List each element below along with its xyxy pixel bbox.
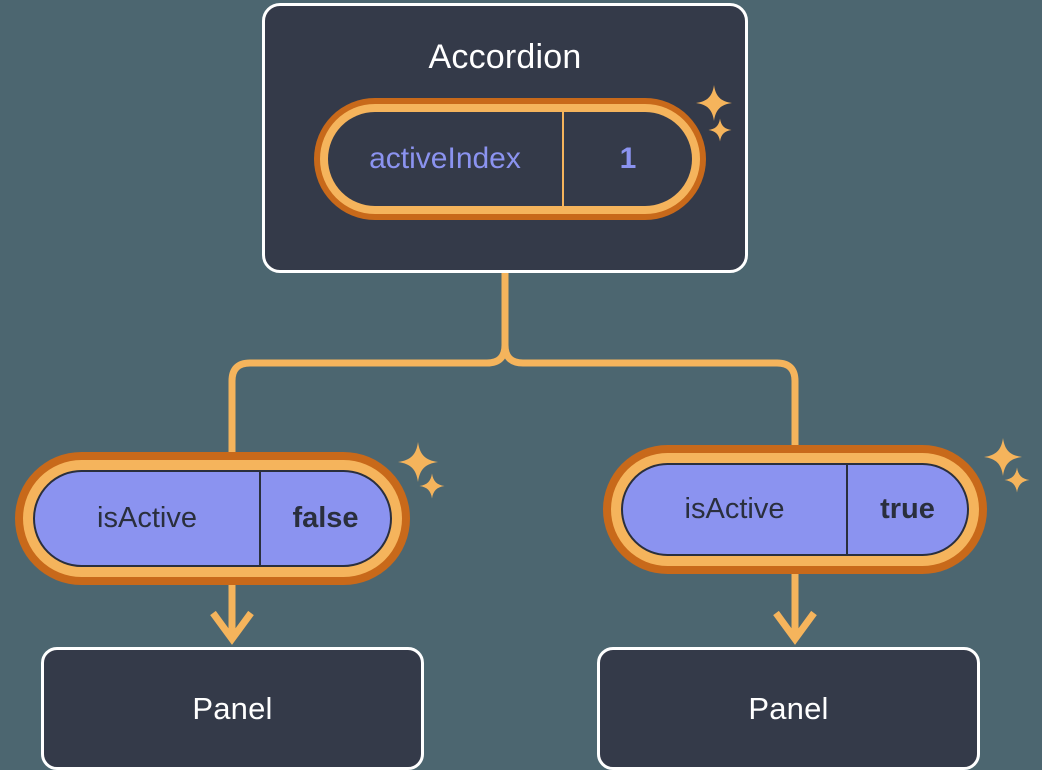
pill-body: activeIndex 1 <box>328 112 692 206</box>
sparkle-icon-small <box>418 472 446 500</box>
sparkle-icon-small <box>1003 466 1031 494</box>
sparkle-icon <box>982 436 1024 478</box>
component-title: Accordion <box>428 38 582 76</box>
arrow-right-pill-to-panel <box>773 574 817 645</box>
component-card-panel-right[interactable]: Panel <box>597 647 980 770</box>
right-state-pill[interactable]: isActive true <box>603 445 987 574</box>
component-title: Panel <box>192 691 273 726</box>
left-state-pill[interactable]: isActive false <box>15 452 410 585</box>
prop-value-label: true <box>880 493 935 525</box>
connector-trunk <box>228 273 509 452</box>
arrow-left-pill-to-panel <box>210 585 254 645</box>
prop-value-label: false <box>292 502 359 534</box>
state-value-label: 1 <box>619 142 637 175</box>
component-title: Panel <box>748 691 829 726</box>
state-key-label: activeIndex <box>328 112 564 206</box>
connector-branch-right <box>501 344 799 445</box>
prop-key-label: isActive <box>35 472 261 565</box>
component-card-panel-left[interactable]: Panel <box>41 647 424 770</box>
sparkle-icon <box>396 440 440 484</box>
prop-key-label: isActive <box>623 465 848 554</box>
pill-body: isActive true <box>621 463 969 556</box>
accordion-state-pill[interactable]: activeIndex 1 <box>314 98 706 220</box>
pill-body: isActive false <box>33 470 392 567</box>
